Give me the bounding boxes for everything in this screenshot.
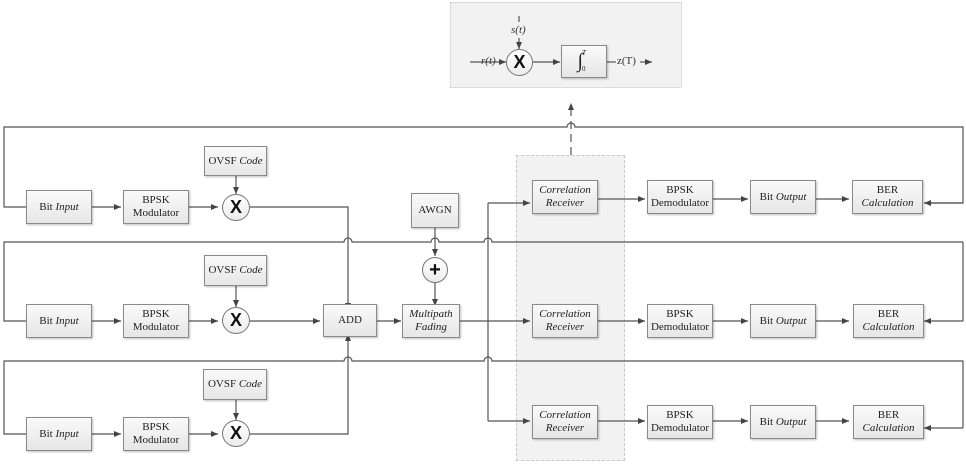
add-label: ADD — [338, 314, 362, 326]
modulator-line2: Modulator — [132, 321, 180, 333]
demod-line2: Demodulator — [650, 422, 710, 434]
inset-integrator-block: ∫ T 0 — [561, 45, 607, 78]
demod-line2: Demodulator — [650, 321, 710, 333]
correlator-line1: Correlation — [539, 184, 591, 196]
ber-line2: Calculation — [861, 197, 914, 209]
awgn-label: AWGN — [418, 204, 452, 216]
correlator-line2: Receiver — [545, 197, 585, 209]
modulator-line2: Modulator — [132, 434, 180, 446]
correlator-line2: Receiver — [545, 321, 585, 333]
bit-output-prefix: Bit — [759, 314, 776, 327]
bit-input-prefix: Bit — [39, 314, 56, 327]
rx1-bit-output-block: Bit Output — [750, 180, 816, 214]
inset-reference-label: s(t) — [511, 24, 526, 36]
tx3-ovsf-code-block: OVSF Code — [203, 369, 267, 400]
correlator-line1: Correlation — [539, 308, 591, 320]
integral-icon: ∫ — [577, 50, 584, 72]
ber-line2: Calculation — [862, 321, 915, 333]
fading-line2: Fading — [415, 321, 447, 333]
demod-line1: BPSK — [666, 409, 694, 421]
code-prefix: OVSF — [208, 264, 240, 276]
bit-output-italic: Output — [775, 314, 807, 327]
fading-line1: Multipath — [409, 308, 453, 320]
tx2-bit-input-block: Bit Input — [26, 304, 92, 338]
tx2-spreading-multiplier: X — [222, 307, 250, 334]
bit-input-prefix: Bit — [39, 427, 56, 440]
feedback-loop-3 — [3, 356, 964, 435]
demod-line2: Demodulator — [650, 197, 710, 209]
rx3-bit-output-block: Bit Output — [750, 405, 816, 439]
integrator-lower-limit: 0 — [581, 65, 586, 73]
modulator-line1: BPSK — [142, 421, 170, 433]
tx1-to-add — [250, 206, 351, 310]
inset-multiplier: X — [506, 49, 533, 76]
correlator-line1: Correlation — [539, 409, 591, 421]
bit-input-italic: Input — [55, 200, 79, 213]
bit-output-prefix: Bit — [759, 190, 776, 203]
correlator-line2: Receiver — [545, 422, 585, 434]
noise-adder: + — [422, 257, 448, 283]
ber-line1: BER — [877, 308, 900, 320]
tx1-bit-input-block: Bit Input — [26, 190, 92, 224]
code-italic: Code — [239, 264, 263, 276]
code-prefix: OVSF — [207, 378, 239, 390]
ber-line1: BER — [877, 409, 900, 421]
modulator-line1: BPSK — [142, 308, 170, 320]
demod-line1: BPSK — [666, 308, 694, 320]
rx2-bit-output-block: Bit Output — [750, 304, 816, 338]
awgn-block: AWGN — [411, 193, 459, 228]
tx3-spreading-multiplier: X — [222, 420, 250, 447]
add-block: ADD — [323, 304, 377, 337]
demod-line1: BPSK — [666, 184, 694, 196]
tx1-spreading-multiplier: X — [222, 194, 250, 221]
ber-line2: Calculation — [862, 422, 915, 434]
code-prefix: OVSF — [208, 154, 240, 167]
inset-output-label: z(T) — [617, 55, 636, 67]
tx1-ovsf-code-block: OVSF Code — [204, 146, 267, 176]
modulator-line2: Modulator — [132, 207, 180, 219]
ber-line1: BER — [876, 184, 899, 196]
code-italic: Code — [239, 154, 263, 167]
bit-output-italic: Output — [775, 190, 807, 203]
tx3-bit-input-block: Bit Input — [26, 417, 92, 451]
integrator-upper-limit: T — [582, 49, 586, 57]
bit-input-prefix: Bit — [39, 200, 56, 213]
bit-output-prefix: Bit — [759, 415, 776, 428]
code-italic: Code — [238, 378, 263, 390]
bit-input-italic: Input — [55, 314, 79, 327]
feedback-loop-1 — [3, 122, 964, 208]
modulator-line1: BPSK — [142, 194, 170, 206]
bit-output-italic: Output — [775, 415, 807, 428]
inset-input-label: r(t) — [481, 55, 496, 67]
tx2-ovsf-code-block: OVSF Code — [204, 255, 267, 286]
bit-input-italic: Input — [55, 427, 79, 440]
tx3-to-add — [250, 334, 351, 435]
